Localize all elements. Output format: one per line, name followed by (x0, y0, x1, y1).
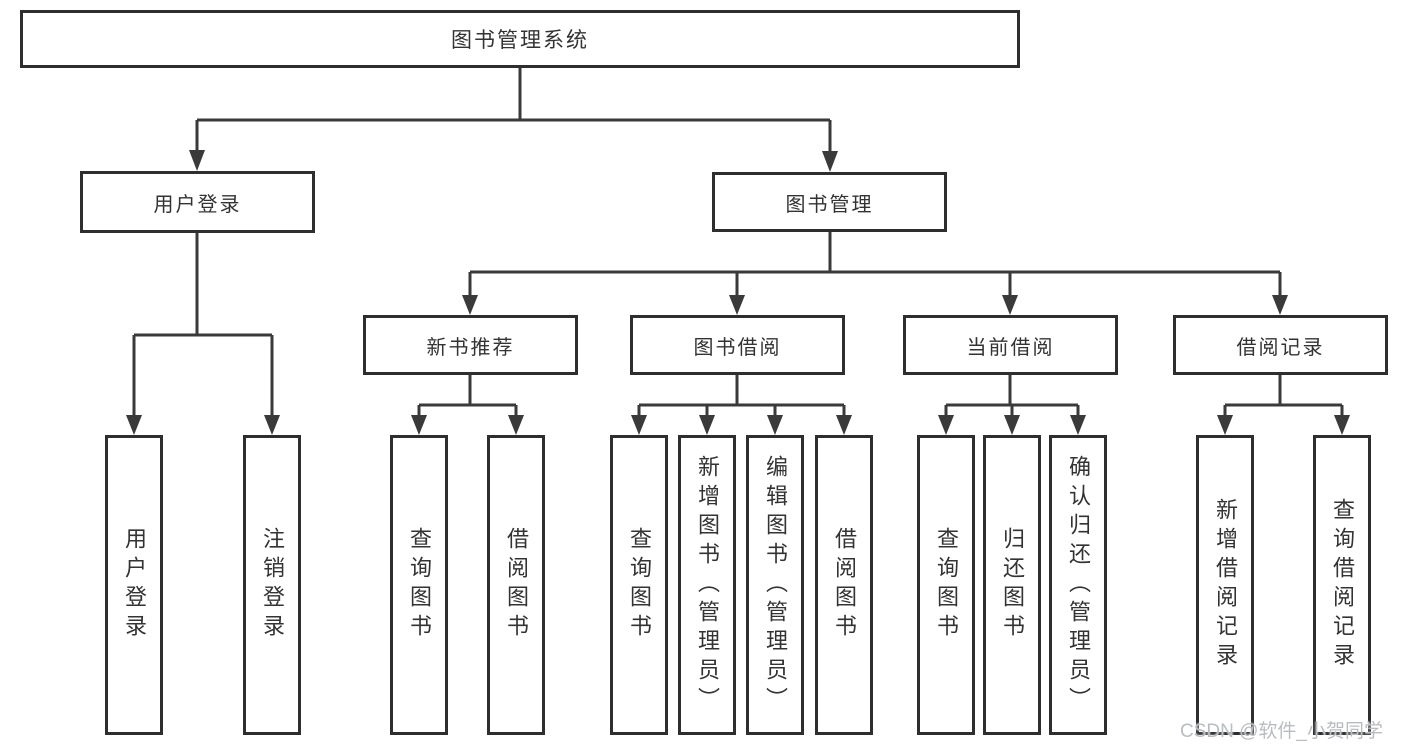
arrowheads-level3 (462, 295, 1288, 315)
leaf-logout: 注销登录 (243, 435, 301, 735)
leaf-rec-query-books-label: 查询图书 (407, 527, 432, 643)
node-book-mgmt-label: 图书管理 (785, 193, 874, 216)
connector-root-to-level2 (195, 68, 832, 154)
connector-user-login-to-leaves (132, 233, 274, 417)
node-current-borrow: 当前借阅 (903, 315, 1118, 375)
node-book-borrow: 图书借阅 (630, 315, 845, 375)
leaf-user-login: 用户登录 (105, 435, 163, 735)
leaf-bor-edit-books: 编辑图书（管理员） (746, 435, 804, 735)
node-new-book-rec: 新书推荐 (363, 315, 578, 375)
leaf-log-add-record: 新增借阅记录 (1196, 435, 1254, 735)
arrowheads-book-borrow-leaves (631, 415, 852, 435)
arrowheads-level2 (189, 150, 838, 172)
connector-book-mgmt-to-level3 (468, 232, 1282, 297)
node-root-label: 图书管理系统 (451, 29, 589, 52)
arrowheads-user-login-leaves (126, 415, 280, 435)
node-user-login: 用户登录 (80, 171, 315, 233)
connector-new-book-rec-to-leaves (417, 375, 518, 417)
leaf-rec-borrow-books: 借阅图书 (487, 435, 545, 735)
arrowheads-current-borrow-leaves (938, 415, 1086, 435)
leaf-cur-query-books-label: 查询图书 (934, 527, 959, 643)
node-user-login-label: 用户登录 (153, 193, 242, 216)
connector-book-borrow-to-leaves (637, 375, 846, 417)
leaf-bor-add-books: 新增图书（管理员） (678, 435, 736, 735)
leaf-log-query-record: 查询借阅记录 (1313, 435, 1371, 735)
leaf-cur-confirm-return: 确认归还（管理员） (1049, 435, 1107, 735)
leaf-rec-query-books: 查询图书 (390, 435, 448, 735)
leaf-user-login-label: 用户登录 (122, 527, 147, 643)
leaf-bor-add-books-label: 新增图书（管理员） (695, 454, 720, 716)
arrowheads-borrow-records-leaves (1217, 415, 1350, 435)
leaf-log-query-record-label: 查询借阅记录 (1330, 498, 1355, 672)
leaf-bor-query-books-label: 查询图书 (627, 527, 652, 643)
node-new-book-rec-label: 新书推荐 (426, 336, 515, 359)
node-book-mgmt: 图书管理 (712, 172, 947, 232)
leaf-cur-query-books: 查询图书 (917, 435, 975, 735)
node-current-borrow-label: 当前借阅 (966, 336, 1055, 359)
leaf-bor-borrow-books: 借阅图书 (815, 435, 873, 735)
node-book-borrow-label: 图书借阅 (693, 336, 782, 359)
leaf-bor-edit-books-label: 编辑图书（管理员） (763, 454, 788, 716)
leaf-rec-borrow-books-label: 借阅图书 (504, 527, 529, 643)
leaf-cur-return-books: 归还图书 (983, 435, 1041, 735)
leaf-bor-query-books: 查询图书 (610, 435, 668, 735)
node-root: 图书管理系统 (20, 10, 1020, 68)
csdn-watermark: CSDN @软件_小贺同学 (1180, 721, 1383, 742)
leaf-cur-return-books-label: 归还图书 (1000, 527, 1025, 643)
node-borrow-records: 借阅记录 (1173, 315, 1388, 375)
leaf-bor-borrow-books-label: 借阅图书 (832, 527, 857, 643)
connector-current-borrow-to-leaves (944, 375, 1080, 417)
leaf-logout-label: 注销登录 (260, 527, 285, 643)
arrowheads-new-book-rec-leaves (411, 415, 524, 435)
connector-borrow-records-to-leaves (1223, 375, 1344, 417)
leaf-cur-confirm-return-label: 确认归还（管理员） (1066, 454, 1091, 716)
leaf-log-add-record-label: 新增借阅记录 (1213, 498, 1238, 672)
node-borrow-records-label: 借阅记录 (1236, 336, 1325, 359)
